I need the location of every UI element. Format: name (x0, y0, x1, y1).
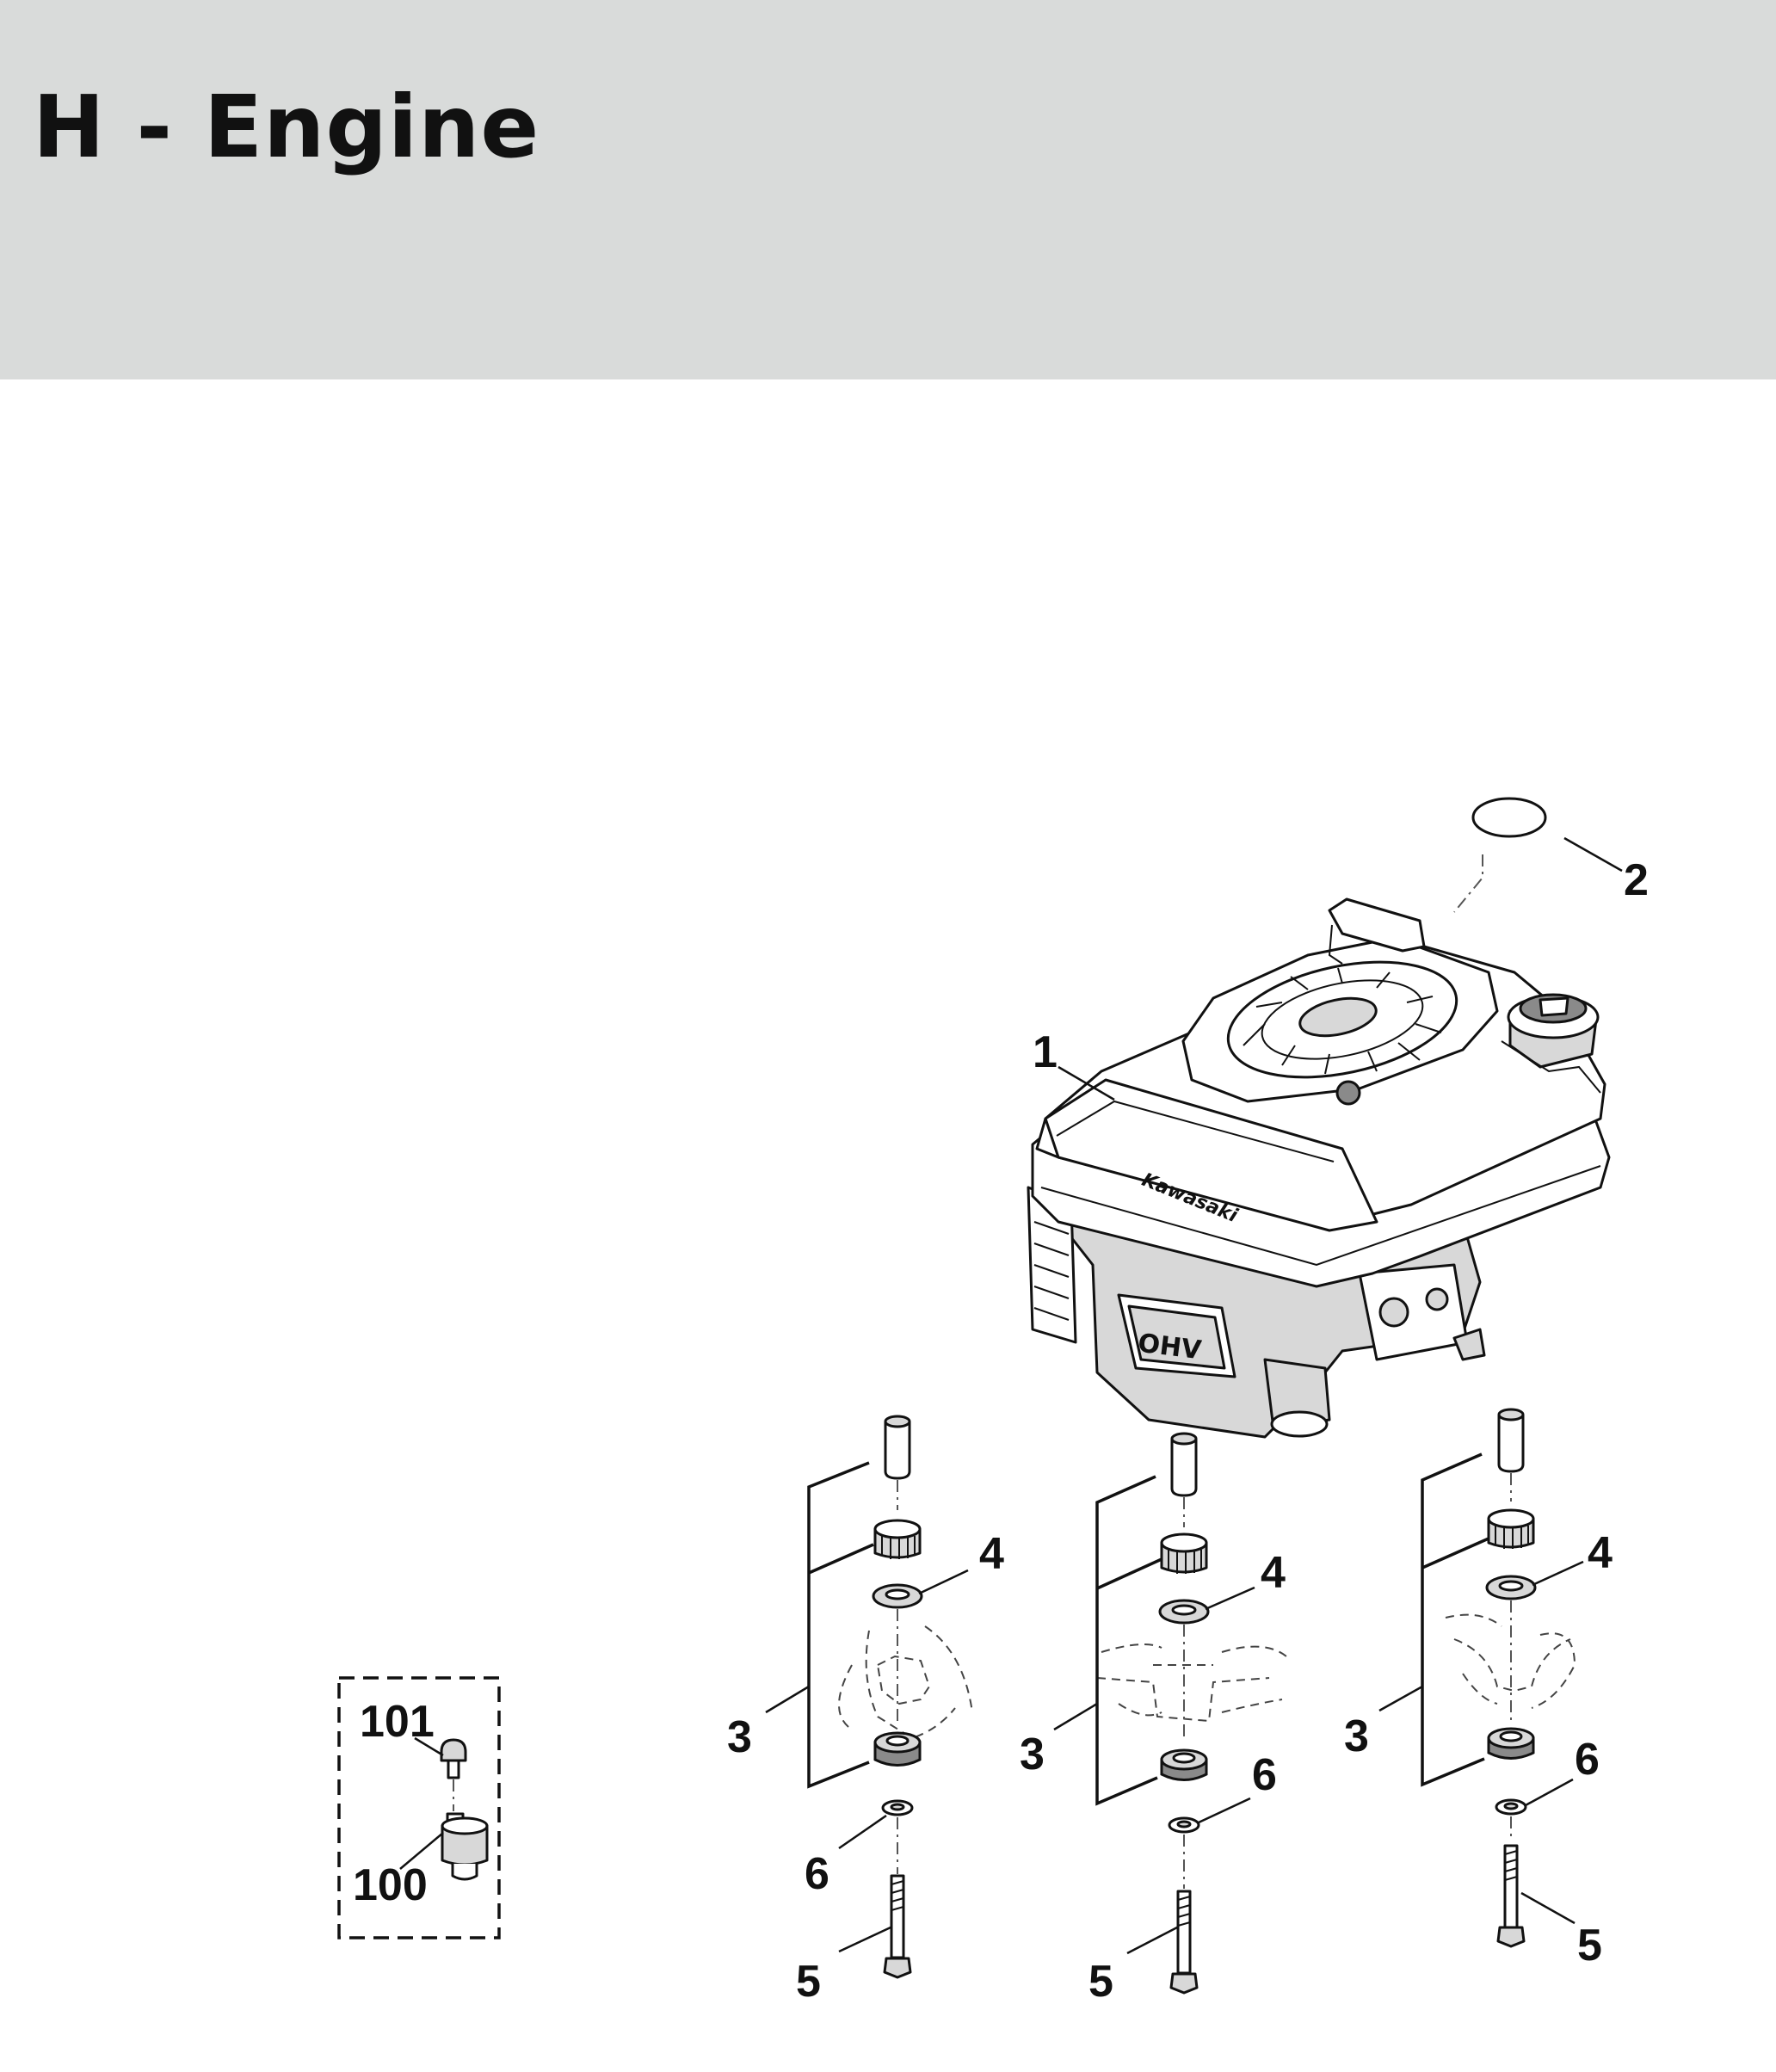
header-band (0, 0, 1776, 379)
leader-line (1563, 836, 1623, 873)
callout-4[interactable]: 4 (1261, 1548, 1286, 1598)
leader-line (1058, 1065, 1115, 1101)
leader-line (765, 1685, 810, 1714)
leader-line (399, 1832, 444, 1870)
leader-line (1378, 1685, 1423, 1712)
callout-2[interactable]: 2 (1624, 855, 1649, 905)
callout-5[interactable]: 5 (1577, 1921, 1602, 1970)
mount-bracket (1096, 1557, 1162, 1590)
page-title: H - Engine (33, 77, 540, 177)
o-ring-part[interactable] (1453, 797, 1547, 913)
callout-4[interactable]: 4 (979, 1529, 1004, 1579)
mount-bracket (808, 1543, 874, 1575)
leader-line (1053, 1702, 1098, 1731)
leader-line (1520, 1891, 1576, 1925)
leader-line (414, 1736, 444, 1757)
callout-6[interactable]: 6 (1575, 1735, 1600, 1785)
callout-3[interactable]: 3 (1020, 1730, 1045, 1779)
kit-spacer-part[interactable] (441, 1812, 489, 1881)
leader-line (1525, 1778, 1574, 1807)
callout-5[interactable]: 5 (796, 1957, 821, 2007)
engine-part[interactable]: OHV Kawasaki (1027, 897, 1611, 1439)
callout-101[interactable]: 101 (360, 1697, 435, 1747)
mount-bracket (1421, 1452, 1485, 1787)
kit-box (337, 1676, 501, 1939)
leader-line (1126, 1926, 1178, 1955)
callout-100[interactable]: 100 (353, 1860, 428, 1910)
callout-3[interactable]: 3 (727, 1712, 752, 1762)
ohv-valve-cover: OHV (1117, 1293, 1236, 1378)
leader-line (1198, 1797, 1251, 1824)
leader-line (838, 1926, 891, 1953)
callout-6[interactable]: 6 (1252, 1750, 1277, 1800)
mount-bracket (1421, 1537, 1489, 1569)
leader-line (918, 1569, 969, 1595)
mount-bracket (807, 1461, 870, 1789)
kit-screw-part[interactable] (440, 1738, 467, 1811)
callout-4[interactable]: 4 (1588, 1528, 1613, 1578)
mount-assembly-center[interactable] (1096, 1432, 1287, 1995)
mount-assembly-left[interactable] (838, 1415, 973, 1979)
mount-assembly-right[interactable] (1445, 1408, 1576, 1948)
leader-line (1205, 1586, 1255, 1611)
callout-3[interactable]: 3 (1344, 1711, 1369, 1761)
callout-5[interactable]: 5 (1088, 1957, 1113, 2007)
callout-1[interactable]: 1 (1033, 1027, 1058, 1077)
mount-bracket (1095, 1475, 1158, 1806)
leader-line (1532, 1560, 1584, 1587)
callout-6[interactable]: 6 (805, 1849, 829, 1899)
leader-line (838, 1814, 887, 1850)
